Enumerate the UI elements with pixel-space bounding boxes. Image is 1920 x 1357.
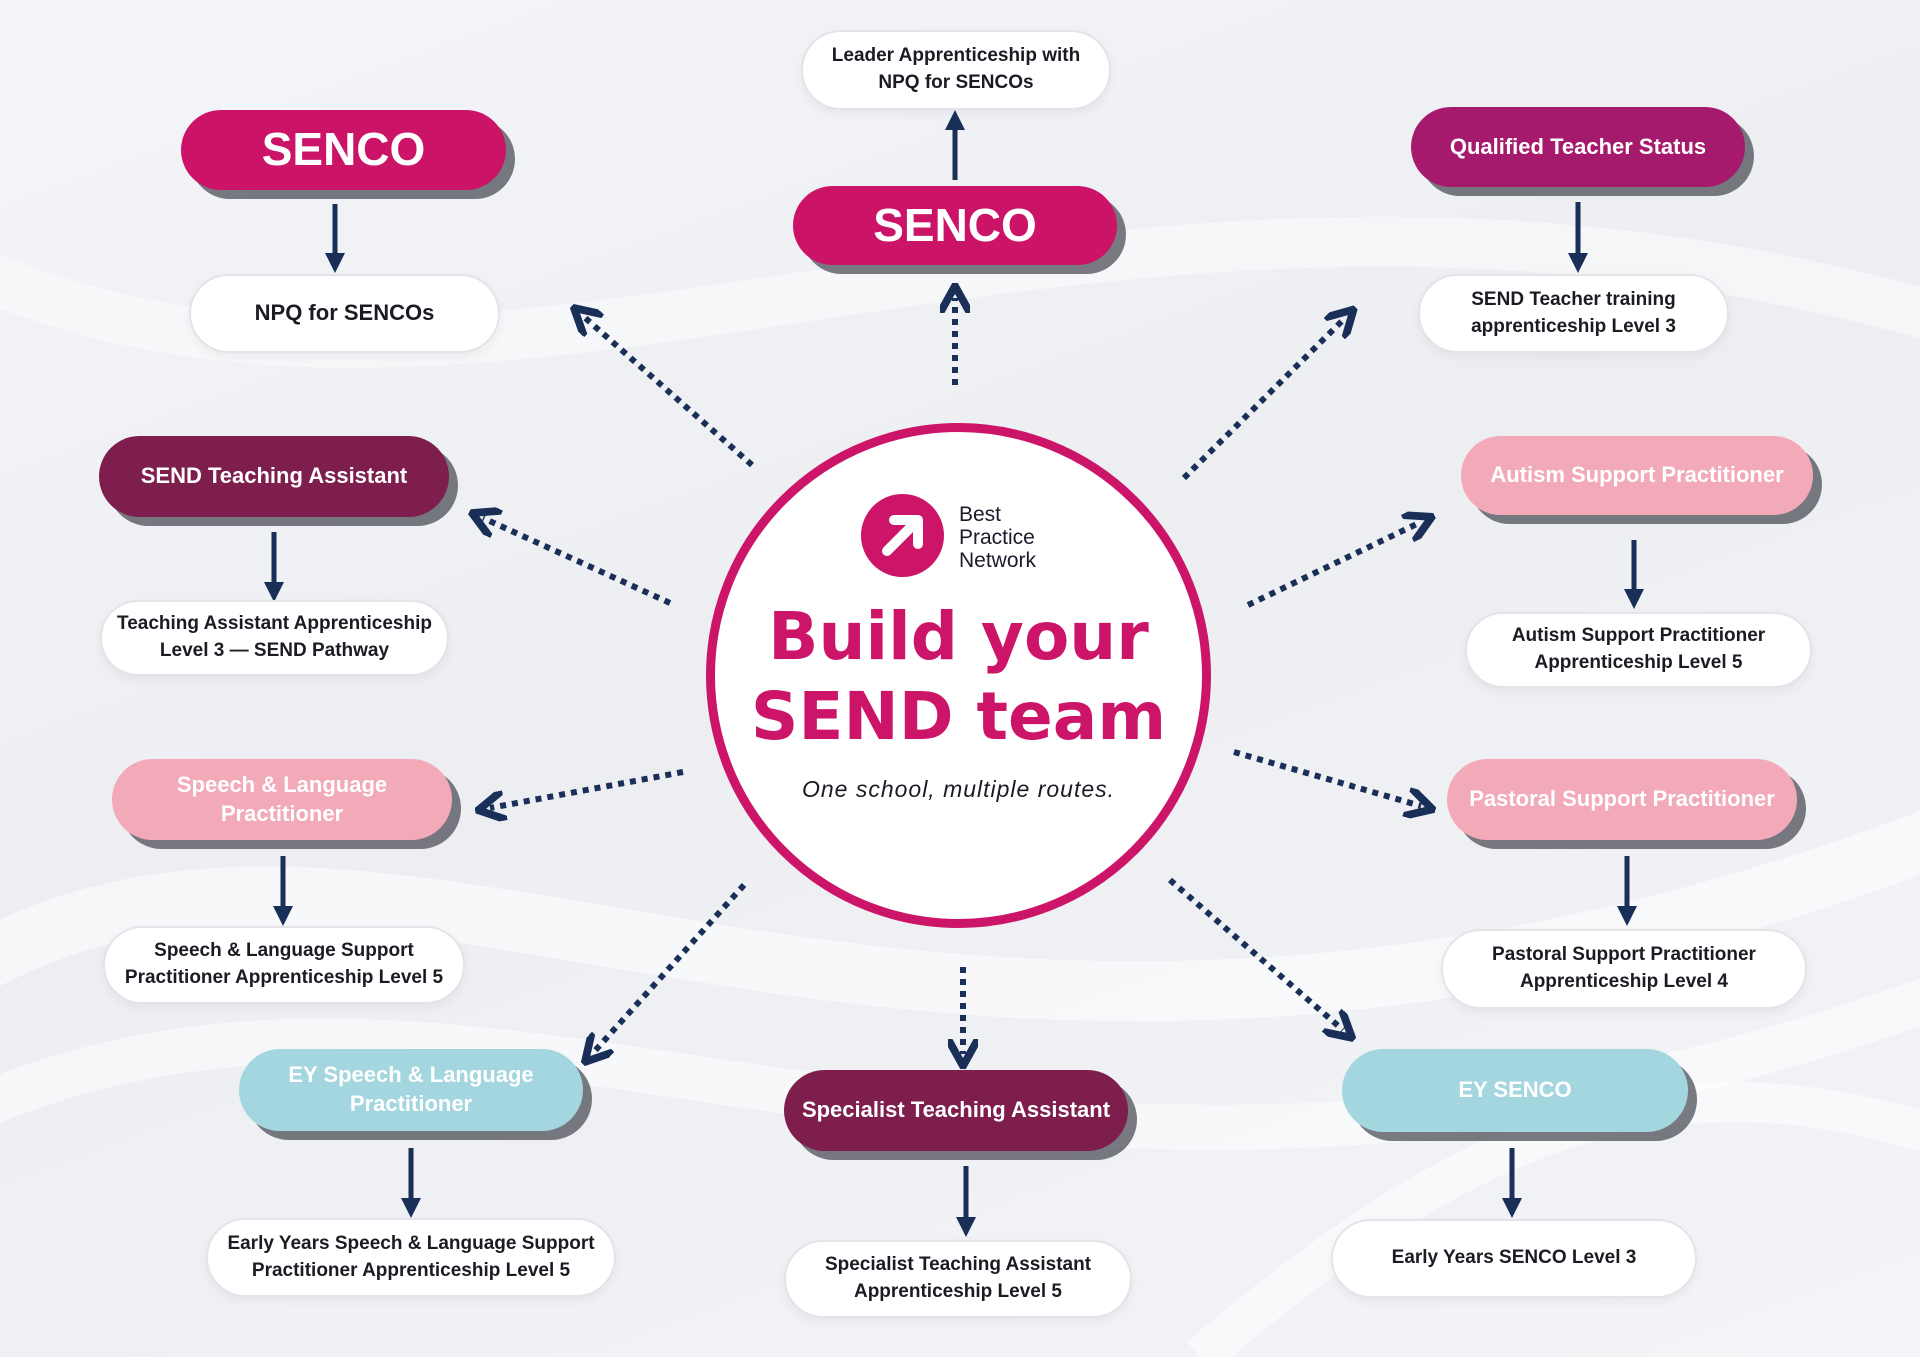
brand-arrow-icon (861, 494, 944, 577)
role-senco-left: SENCO (181, 110, 506, 190)
dotted-arrow-autism (1246, 522, 1421, 608)
dotted-arrow-qts (1181, 318, 1345, 481)
qualification-specialist-ta-apprenticeship: Specialist Teaching Assistant Apprentice… (784, 1240, 1132, 1318)
qualification-send-teacher-training: SEND Teacher training apprenticeship Lev… (1418, 274, 1729, 353)
dotted-arrow-senco-left (583, 316, 754, 468)
qualification-pastoral-apprenticeship: Pastoral Support Practitioner Apprentice… (1441, 929, 1807, 1009)
qualification-speech-language-apprenticeship: Speech & Language Support Practitioner A… (103, 926, 465, 1004)
headline-line: SEND team (750, 678, 1167, 755)
role-senco-centre: SENCO (793, 186, 1117, 265)
role-speech-language-practitioner: Speech & Language Practitioner (112, 759, 452, 840)
role-qualified-teacher-status: Qualified Teacher Status (1411, 107, 1745, 187)
central-circle (706, 423, 1211, 928)
role-autism-support-practitioner: Autism Support Practitioner (1461, 436, 1813, 515)
dotted-arrow-ey-senco (1168, 877, 1343, 1030)
qualification-early-years-senco-level3: Early Years SENCO Level 3 (1331, 1219, 1697, 1298)
role-ey-senco: EY SENCO (1342, 1049, 1688, 1132)
dotted-arrow-speech (490, 769, 684, 808)
brand-name-line: Best (959, 503, 1002, 526)
role-ey-speech-language-practitioner: EY Speech & Language Practitioner (239, 1049, 583, 1131)
dotted-arrow-ey-speech (593, 882, 747, 1053)
role-specialist-teaching-assistant: Specialist Teaching Assistant (784, 1070, 1128, 1151)
dotted-arrow-send-ta (483, 518, 672, 606)
tagline: One school, multiple routes. (801, 776, 1116, 802)
qualification-autism-apprenticeship: Autism Support Practitioner Apprenticesh… (1465, 612, 1812, 688)
qualification-leader-apprenticeship: Leader Apprenticeship with NPQ for SENCO… (801, 30, 1111, 110)
qualification-ey-speech-language-apprenticeship: Early Years Speech & Language Support Pr… (206, 1218, 616, 1297)
brand-name-line: Network (959, 549, 1037, 572)
headline-line: Build your (768, 598, 1149, 675)
brand-name-line: Practice (959, 526, 1035, 549)
role-pastoral-support-practitioner: Pastoral Support Practitioner (1447, 759, 1797, 840)
brand-name: Best Practice Network (959, 503, 1036, 572)
qualification-ta-apprenticeship-send: Teaching Assistant Apprenticeship Level … (100, 600, 449, 676)
headline: Build your SEND team (706, 597, 1211, 757)
role-send-teaching-assistant: SEND Teaching Assistant (99, 436, 449, 517)
dotted-arrow-pastoral (1233, 749, 1421, 806)
qualification-npq-for-sencos: NPQ for SENCOs (189, 274, 500, 353)
